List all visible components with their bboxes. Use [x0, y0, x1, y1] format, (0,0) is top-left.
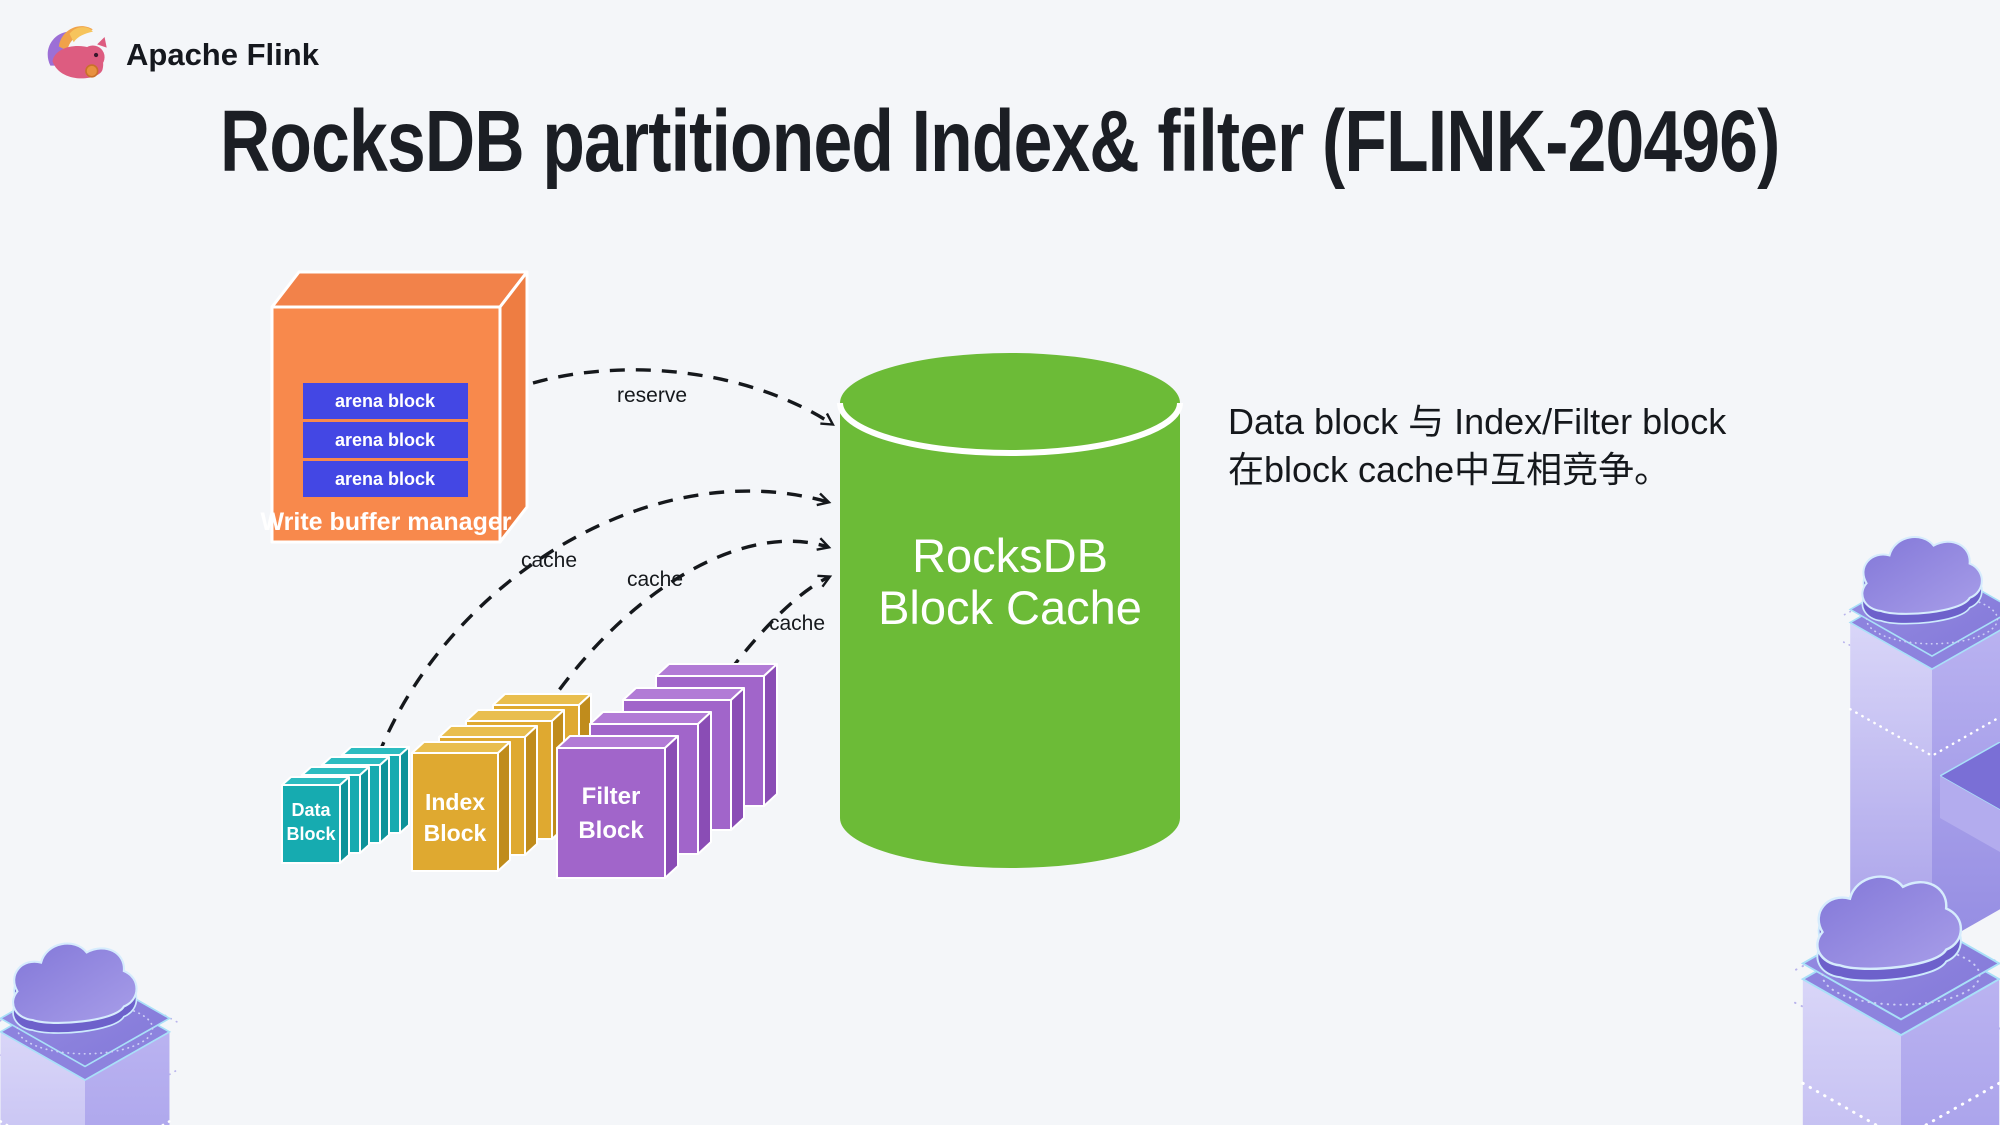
cylinder-label-line1: RocksDB [912, 529, 1108, 582]
annotation-line2: 在block cache中互相竞争。 [1228, 448, 1671, 490]
annotation-text: Data block 与 Index/Filter block 在block c… [1228, 398, 1868, 494]
rocksdb-block-cache-cylinder: RocksDB Block Cache [837, 353, 1183, 868]
squirrel-eye [93, 52, 99, 58]
cylinder-lid-edge [837, 402, 1183, 456]
arrow-label-cache-2: cache [627, 568, 683, 591]
arena-block: arena block [303, 383, 468, 419]
data-block-label-line1: Data [291, 800, 331, 820]
arrow-label-reserve: reserve [617, 384, 687, 407]
cylinder-label-line2: Block Cache [878, 581, 1142, 634]
squirrel-ear [97, 36, 107, 48]
arrow-cache-index [503, 537, 832, 779]
cylinder-body [840, 353, 1180, 868]
page-title: RocksDB partitioned Index& filter (FLINK… [220, 93, 1780, 190]
flink-squirrel-logo-icon [47, 26, 107, 79]
tail-yellow [69, 27, 93, 43]
arena-block: arena block [303, 422, 468, 458]
arrow-label-cache-3: cache [769, 612, 825, 635]
arena-block-label: arena block [335, 469, 436, 489]
squirrel-head [81, 45, 105, 69]
brand-header: Apache Flink [44, 20, 319, 90]
arena-block: arena block [303, 461, 468, 497]
box-side-face [498, 270, 529, 544]
filter-block-label-line2: Block [578, 817, 644, 844]
filter-block-label-line1: Filter [582, 783, 641, 810]
filter-block-stack: Filter Block [556, 663, 778, 879]
acorn [85, 64, 99, 78]
arrow-label-cache-1: cache [521, 549, 577, 572]
write-buffer-manager-label: Write buffer manager [261, 508, 512, 536]
arena-block-label: arena block [335, 430, 436, 450]
arrow-cache-data [376, 489, 832, 757]
data-block-label-line2: Block [286, 824, 336, 844]
box-top-face [270, 270, 529, 309]
title-wrap: RocksDB partitioned Index& filter (FLINK… [0, 92, 2000, 192]
index-block-label-line1: Index [425, 789, 485, 815]
index-block-label-line2: Block [424, 820, 487, 846]
write-buffer-manager-box: arena block arena block arena block Writ… [261, 270, 529, 544]
arena-block-label: arena block [335, 391, 436, 411]
arrow-reserve [532, 368, 835, 426]
annotation-line1: Data block 与 Index/Filter block [1228, 401, 1727, 442]
brand-name: Apache Flink [126, 37, 319, 72]
data-block-stack: Data Block [281, 746, 410, 864]
